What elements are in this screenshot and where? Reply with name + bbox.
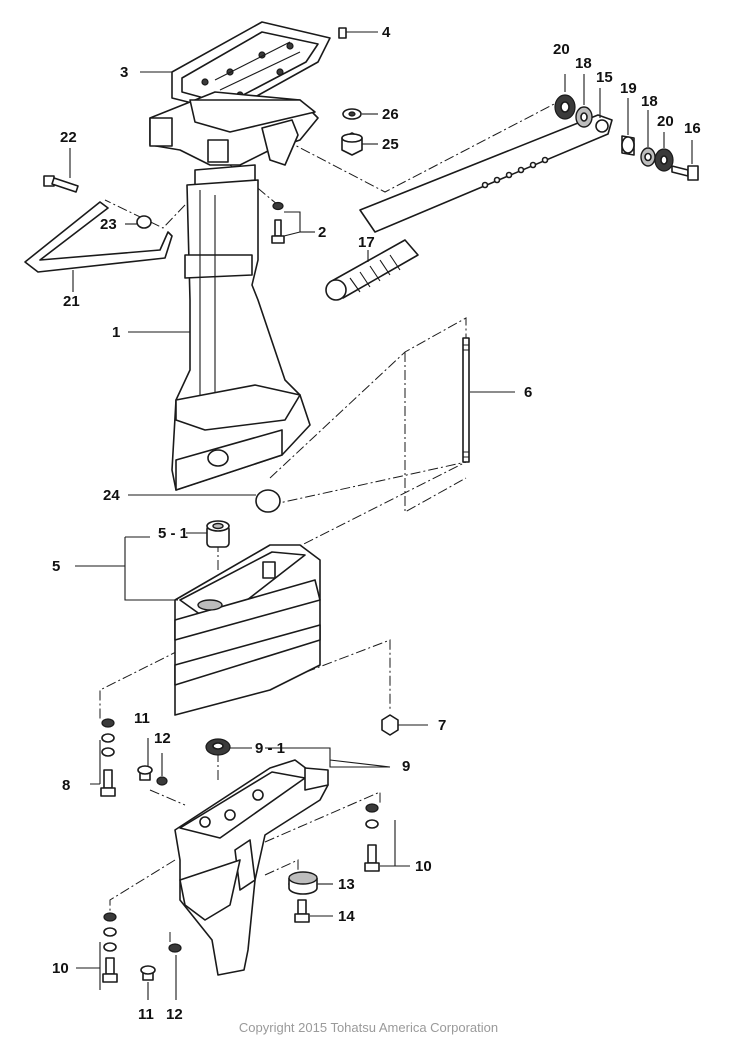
- callout-15: 15: [596, 69, 613, 86]
- callout-22: 22: [60, 129, 77, 146]
- lower-case-part-9: [174, 759, 329, 976]
- washer-part-20-right: [654, 148, 674, 172]
- washer-part-26: [342, 108, 362, 120]
- tiller-arm-part-15: [359, 114, 613, 233]
- callout-3: 3: [120, 64, 128, 81]
- callout-16: 16: [684, 120, 701, 137]
- callout-24: 24: [103, 487, 120, 504]
- callout-9-1: 9 - 1: [255, 740, 285, 757]
- leader-lines: [69, 31, 693, 1000]
- callout-9: 9: [402, 758, 410, 775]
- callout-4: 4: [382, 24, 391, 41]
- drive-shaft-housing-part-1: [149, 91, 319, 491]
- callout-20-right: 20: [657, 113, 674, 130]
- bolt-washer-set-part-8: [100, 718, 116, 797]
- callout-20-left: 20: [553, 41, 570, 58]
- bolt-part-22: [43, 175, 79, 193]
- rubber-mount-part-13: [288, 871, 318, 895]
- bushing-part-5-1: [206, 520, 230, 548]
- screw-washer-upper-parts-11-12: [137, 765, 168, 786]
- callout-6: 6: [524, 384, 532, 401]
- callout-21: 21: [63, 293, 80, 310]
- grip-part-17: [325, 239, 419, 301]
- washer-part-18-right: [640, 147, 656, 167]
- pin-part-4: [338, 27, 347, 39]
- callout-19: 19: [620, 80, 637, 97]
- assembly-lines: [99, 102, 557, 950]
- callout-5-1: 5 - 1: [158, 525, 188, 542]
- callout-7: 7: [438, 717, 446, 734]
- apron-part-5: [174, 544, 321, 716]
- callout-labels: 1 2 3 4 5 5 - 1 6 7 8 9 9 - 1 10 10 11 1…: [52, 24, 701, 1023]
- nut-part-7: [381, 714, 399, 736]
- nut-part-25: [341, 132, 363, 156]
- callout-26: 26: [382, 106, 399, 123]
- bolt-washer-set-part-10-right: [364, 803, 380, 872]
- copyright-notice: Copyright 2015 Tohatsu America Corporati…: [238, 1020, 499, 1035]
- plug-part-24: [255, 489, 281, 513]
- callout-25: 25: [382, 136, 399, 153]
- callout-5: 5: [52, 558, 60, 575]
- bolt-part-16: [671, 165, 699, 181]
- bolt-part-14: [294, 899, 310, 923]
- collar-part-19: [621, 135, 635, 156]
- callout-17: 17: [358, 234, 375, 251]
- callout-10-left: 10: [52, 960, 69, 977]
- stud-part-6: [462, 337, 470, 463]
- callout-14: 14: [338, 908, 355, 925]
- callout-12-lower: 12: [166, 1006, 183, 1023]
- callout-18-left: 18: [575, 55, 592, 72]
- callout-1: 1: [112, 324, 120, 341]
- oil-seal-part-9-1: [205, 738, 231, 756]
- handle-bracket-part-21: [24, 201, 173, 273]
- callout-23: 23: [100, 216, 117, 233]
- callout-2: 2: [318, 224, 326, 241]
- callout-18-right: 18: [641, 93, 658, 110]
- screw-washer-lower-parts-11-12: [140, 943, 182, 981]
- washer-part-20-left: [554, 94, 576, 120]
- callout-12-upper: 12: [154, 730, 171, 747]
- callout-11-upper: 11: [134, 710, 150, 727]
- bolt-washer-part-2: [271, 201, 285, 244]
- callout-11-lower: 11: [138, 1006, 154, 1023]
- callout-10-right: 10: [415, 858, 432, 875]
- nut-part-23: [136, 215, 152, 229]
- callout-13: 13: [338, 876, 355, 893]
- gasket-part-3: [171, 21, 331, 113]
- washer-part-18-left: [575, 106, 593, 128]
- bolt-washer-set-part-10-left: [102, 912, 118, 983]
- callout-8: 8: [62, 777, 70, 794]
